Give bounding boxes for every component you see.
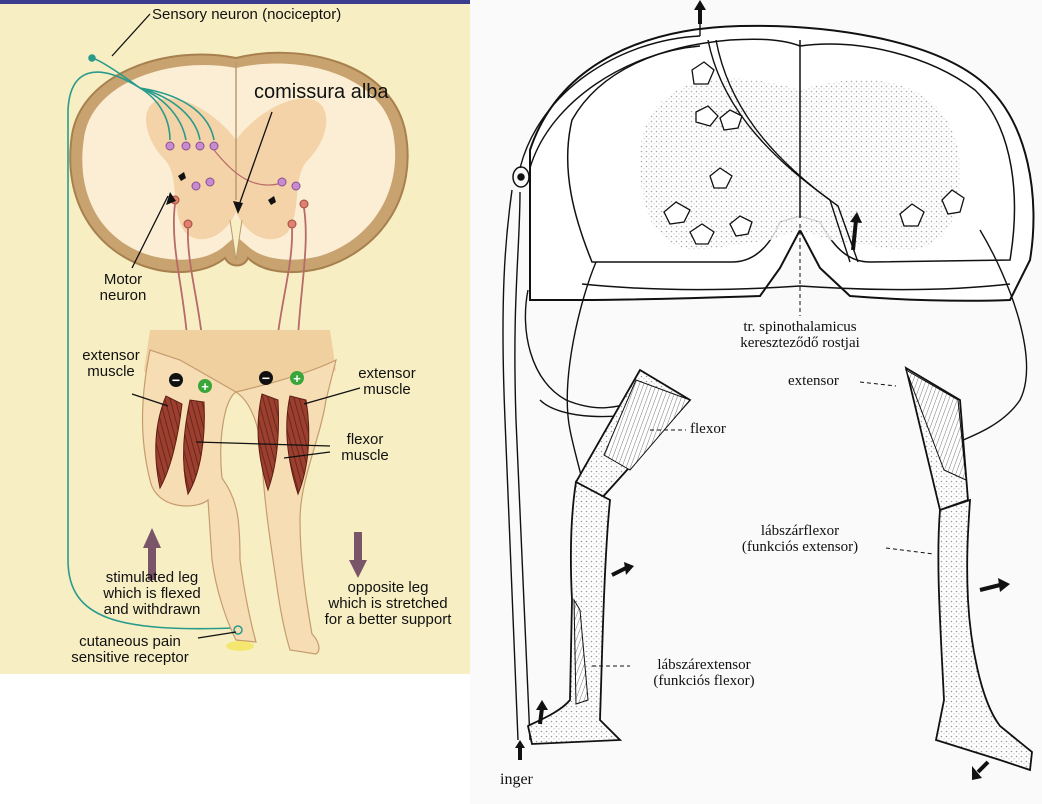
- inger-label: inger: [500, 771, 533, 788]
- motor-neuron-label: Motor neuron: [99, 271, 147, 304]
- extensor-muscle-left-label: extensor muscle: [82, 347, 140, 380]
- pain-receptor-label: cutaneous pain sensitive receptor: [71, 633, 189, 666]
- comissura-arrowhead: [233, 201, 243, 214]
- stimulated-leg-label: stimulated leg which is flexed and withd…: [103, 569, 201, 618]
- pain-receptor-icon: [226, 625, 254, 651]
- bw-leader-lines: [592, 224, 935, 667]
- interneurons: [165, 141, 309, 229]
- sign-plus-right: +: [290, 371, 304, 386]
- flexor-label: flexor: [690, 421, 726, 437]
- left-panel: − + − +: [0, 0, 470, 674]
- extensor-label: extensor: [788, 373, 839, 389]
- sensory-neuron-fibers: [67, 54, 237, 630]
- sign-minus-right: −: [259, 370, 273, 386]
- comissura-alba-label: comissura alba: [254, 81, 389, 103]
- sensory-neuron-label: Sensory neuron (nociceptor): [152, 6, 342, 23]
- svg-text:+: +: [201, 379, 209, 394]
- motor-neuron-arrowhead: [166, 192, 176, 205]
- spinothalamicus-label: tr. spinothalamicus kereszteződő rostjai: [740, 319, 860, 351]
- labszarflexor-label: lábszárflexor (funkciós extensor): [741, 523, 859, 555]
- opposite-leg-label: opposite leg which is stretched for a be…: [324, 579, 452, 628]
- svg-text:+: +: [293, 371, 301, 386]
- bw-arrows: [515, 0, 1010, 780]
- right-panel: [470, 0, 1042, 804]
- sign-plus-left: +: [198, 379, 212, 394]
- muscles: [155, 393, 310, 496]
- bw-spinal-cord: [529, 24, 1035, 302]
- down-arrow-icon: [349, 532, 367, 578]
- labszarextensor-label: lábszárextensor (funkciós flexor): [653, 657, 755, 689]
- ganglion-icon: [512, 166, 530, 188]
- up-arrow-icon: [143, 528, 161, 580]
- bw-neurons: [663, 61, 965, 245]
- bw-legs: [526, 366, 1033, 772]
- flexor-muscle-label: flexor muscle: [341, 431, 389, 464]
- sign-minus-left: −: [169, 372, 183, 388]
- pointer-lines: [111, 13, 361, 639]
- svg-text:−: −: [172, 372, 180, 388]
- extensor-muscle-right-label: extensor muscle: [358, 365, 416, 398]
- svg-text:−: −: [262, 370, 270, 386]
